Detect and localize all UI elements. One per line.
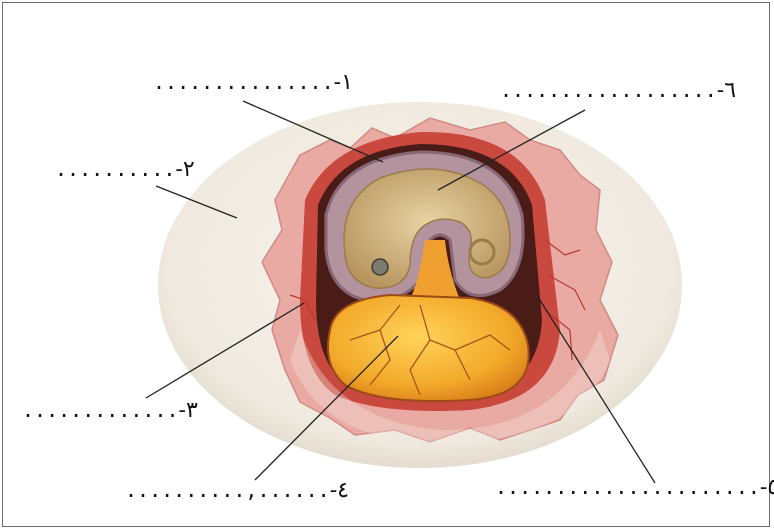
label-6-number: ٦ [724,78,736,103]
label-2-number: ٢ [183,157,195,182]
label-2-blank[interactable]: .......... [55,157,175,181]
label-1-number: ١ [341,70,353,95]
label-4: ..........,......-٤ [125,480,349,502]
label-2: ..........-٢ [55,159,195,181]
label-1-blank[interactable]: ............... [153,70,334,94]
embryo-eye [372,259,388,275]
label-4-blank[interactable]: ..........,...... [125,478,330,502]
yolk-sac [328,295,529,401]
label-3-dash: - [179,398,186,423]
label-3: .............-٣ [22,400,198,422]
label-3-number: ٣ [186,398,198,423]
label-3-blank[interactable]: ............. [22,398,179,422]
label-4-number: ٤ [337,478,349,503]
label-1-dash: - [334,70,341,95]
label-6-blank[interactable]: .................. [500,78,717,102]
label-2-dash: - [175,157,182,182]
label-6: ..................-٦ [500,80,736,102]
label-5: ......................-٥ [495,477,774,499]
label-5-blank[interactable]: ...................... [495,475,760,499]
label-5-number: ٥ [767,475,774,500]
label-1: ...............-١ [153,72,353,94]
